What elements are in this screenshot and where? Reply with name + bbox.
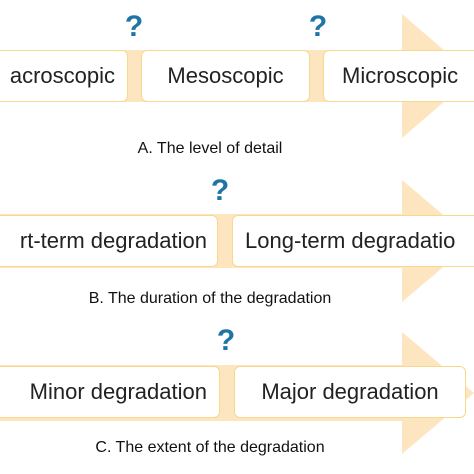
stage-label: Mesoscopic [167, 63, 284, 88]
stage-label: Long-term degradatio [245, 228, 456, 253]
caption-b: B. The duration of the degradation [88, 290, 332, 307]
stage-box-major: Major degradation [234, 366, 466, 418]
question-mark-a2: ? [308, 10, 328, 43]
stage-box-short-term: rt-term degradation [0, 215, 218, 267]
stage-box-microscopic: Microscopic [323, 50, 474, 102]
stage-label: Major degradation [261, 379, 439, 404]
stage-box-minor: Minor degradation [0, 366, 220, 418]
caption-a: A. The level of detail [137, 140, 283, 157]
question-mark-b1: ? [210, 174, 230, 207]
stage-box-macroscopic: acroscopic [0, 50, 128, 102]
stage-label: rt-term degradation [19, 228, 207, 253]
question-mark-a1: ? [124, 10, 144, 43]
stage-label: Minor degradation [29, 379, 207, 404]
stage-box-long-term: Long-term degradatio [232, 215, 474, 267]
stage-label: Microscopic [342, 63, 459, 88]
stage-label: acroscopic [9, 63, 115, 88]
stage-box-mesoscopic: Mesoscopic [141, 50, 310, 102]
caption-c: C. The extent of the degradation [95, 439, 325, 456]
question-mark-c1: ? [216, 324, 236, 357]
